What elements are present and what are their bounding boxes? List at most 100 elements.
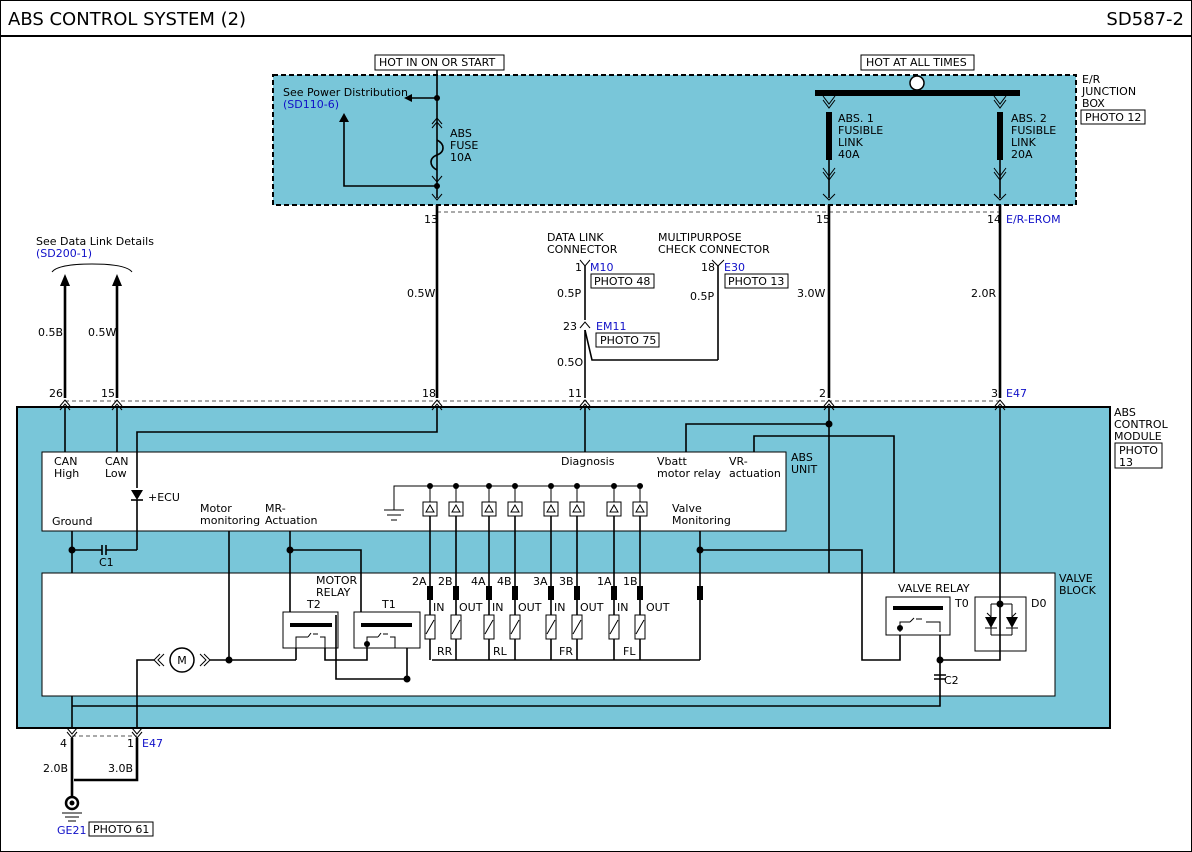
module-photo: 13 — [1119, 456, 1133, 469]
solenoid-slash — [546, 619, 556, 635]
t1-contact — [366, 632, 396, 648]
dl-photo-box — [590, 273, 655, 289]
solenoid-slash — [609, 619, 619, 635]
erom-connector: E/R-EROM — [1006, 213, 1061, 226]
motor-monitoring-label: Motor — [200, 502, 232, 515]
motor-icon — [169, 647, 195, 673]
mr-actuation-t1-wire — [290, 549, 362, 615]
module-pin-connectors — [59, 399, 1006, 411]
see-power-distribution: See Power Distribution — [283, 86, 408, 99]
t0-contact — [899, 617, 941, 632]
relay-t2 — [282, 611, 339, 649]
driver-triangle — [425, 503, 435, 513]
t2-coil-wire — [335, 615, 407, 680]
vr-actuation-wire — [753, 435, 895, 600]
data-link-brace — [51, 263, 133, 273]
d0-link-wire — [940, 651, 1001, 661]
mp-connector: E30 — [724, 261, 745, 274]
c2-capacitor-icon — [934, 674, 946, 680]
junction-box-label-3: BOX — [1082, 97, 1105, 110]
vbatt-label: motor relay — [657, 467, 721, 480]
valve-connector — [574, 586, 580, 600]
solenoid-valves — [424, 516, 646, 660]
motor-relay-label: MOTOR — [316, 574, 358, 587]
can-low-label: CAN — [105, 455, 128, 468]
module-photo: PHOTO — [1119, 444, 1158, 457]
fusible-link-1-label: ABS. 1 — [838, 112, 874, 125]
ground-photo-box — [88, 821, 154, 837]
wire-label: 3.0B — [108, 762, 133, 775]
solenoid-slash — [484, 619, 494, 635]
solenoid-slash — [635, 619, 645, 635]
wire-label: 0.5W — [88, 326, 116, 339]
wheel-label: FL — [623, 645, 636, 658]
mp-photo-box — [724, 273, 789, 289]
ground-connector: E47 — [142, 737, 163, 750]
mr-actuation-label: Actuation — [265, 514, 318, 527]
vbatt-wire — [685, 408, 830, 452]
valve-label: 2B — [438, 575, 453, 588]
driver-triangle — [510, 503, 520, 513]
page-title: ABS CONTROL SYSTEM (2) — [8, 9, 246, 30]
module-pin: 3 — [991, 387, 998, 400]
module-photo-box — [1114, 442, 1163, 469]
valve-relay-label: VALVE RELAY — [898, 582, 970, 595]
valve-connector — [453, 586, 459, 600]
driver-triangle — [572, 503, 582, 513]
motor-relay-label: RELAY — [316, 586, 351, 599]
junction-box-label-1: E/R — [1082, 73, 1101, 86]
wire-label: 0.5P — [557, 287, 581, 300]
can-arrows — [60, 274, 122, 286]
d0-diode-bars — [985, 612, 1018, 629]
em-connector: EM11 — [596, 320, 626, 333]
see-data-link: See Data Link Details — [36, 235, 154, 248]
valve-monitor-connector — [697, 586, 703, 600]
em-pin: 23 — [563, 320, 577, 333]
io-label: IN — [554, 601, 565, 614]
io-label: IN — [433, 601, 444, 614]
solenoid-slash — [510, 619, 520, 635]
mr-actuation-label: MR- — [265, 502, 286, 515]
ground-pin: 4 — [60, 737, 67, 750]
module-name: MODULE — [1114, 430, 1162, 443]
ecu-feed-wire — [136, 408, 438, 488]
ground-photo: PHOTO 61 — [93, 823, 149, 836]
t1-coil — [361, 623, 412, 627]
driver-triangle — [451, 503, 461, 513]
junction-dot — [434, 183, 440, 189]
fusible-link-2-label: LINK — [1011, 136, 1037, 149]
power-return-wire — [343, 122, 437, 187]
fuse-connector — [431, 117, 443, 129]
module-pin: 26 — [49, 387, 63, 400]
io-label: IN — [617, 601, 628, 614]
module-name: ABS — [1114, 406, 1136, 419]
junction-photo: PHOTO 12 — [1085, 111, 1141, 124]
valve-relay-t0 — [885, 596, 951, 636]
wire-label: 2.0R — [971, 287, 996, 300]
valve-connector — [611, 586, 617, 600]
abs-fuse-icon — [430, 139, 444, 171]
junction-photo-box — [1080, 109, 1146, 125]
driver-triangle — [484, 503, 494, 513]
valve-label: 4B — [497, 575, 512, 588]
fusible-link-1-label: FUSIBLE — [838, 124, 883, 137]
abs-unit — [41, 451, 787, 532]
valve-relay-feed-wire — [700, 549, 901, 661]
valve-block-label: BLOCK — [1059, 584, 1097, 597]
valve-connector — [486, 586, 492, 600]
busbar — [815, 90, 1020, 96]
hot-in-on-box — [374, 54, 505, 71]
junction-exit-connectors — [431, 193, 1007, 201]
vr-act-label: VR- — [729, 455, 748, 468]
ground-name: GE21 — [57, 824, 86, 837]
pin-13: 13 — [424, 213, 438, 226]
driver-triangle — [609, 503, 619, 513]
pin-15: 15 — [816, 213, 830, 226]
valve-label: 1B — [623, 575, 638, 588]
ground-pin: 1 — [127, 737, 134, 750]
power-ref: (SD110-6) — [283, 98, 339, 111]
io-label: OUT — [518, 601, 542, 614]
junction-box-label-2: JUNCTION — [1081, 85, 1136, 98]
mp-photo: PHOTO 13 — [728, 275, 784, 288]
